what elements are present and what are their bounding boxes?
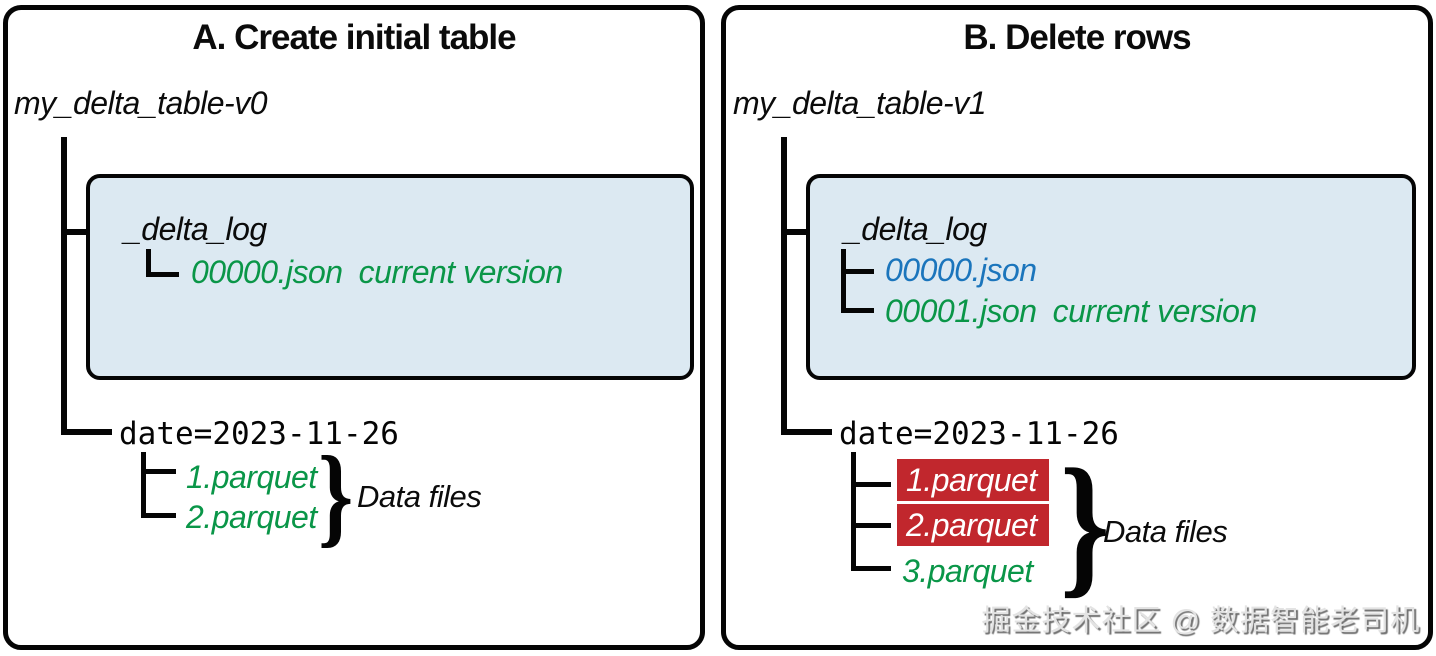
data-file-entry: 3.parquet (902, 553, 1033, 589)
tree-line (146, 249, 151, 277)
log-file-note: current version (358, 254, 564, 290)
log-file-entry: 00000.json current version (191, 254, 563, 290)
tree-line (141, 513, 176, 518)
tree-line (781, 429, 832, 435)
tree-line (61, 137, 67, 435)
data-file-removed-entry: 1.parquet (897, 459, 1049, 501)
partition-folder-label: date=2023-11-26 (839, 416, 1119, 452)
brace: } (1060, 437, 1110, 612)
log-file-name: 00001.json (885, 293, 1037, 329)
delta-log-box (806, 174, 1416, 380)
data-file-name: 2.parquet (906, 507, 1037, 543)
tree-line (851, 566, 891, 571)
tree-line (841, 308, 874, 313)
brace-label: Data files (357, 479, 482, 514)
tree-line (851, 452, 856, 571)
panel-a-root-folder-label: my_delta_table-v0 (14, 85, 267, 121)
data-file-entry: 1.parquet (186, 459, 317, 495)
tree-line (61, 429, 112, 435)
brace-label: Data files (1103, 514, 1228, 549)
brace: } (318, 434, 354, 558)
tree-line (141, 469, 176, 474)
watermark: 掘金技术社区 @ 数据智能老司机 (981, 605, 1420, 637)
tree-line (781, 137, 787, 435)
delta-log-label: _delta_log (844, 211, 987, 247)
tree-line (841, 249, 846, 313)
log-file-entry: 00000.json (885, 252, 1037, 288)
data-file-removed-entry: 2.parquet (897, 504, 1049, 546)
log-file-entry: 00001.json current version (885, 293, 1257, 329)
tree-line (146, 272, 179, 277)
partition-folder-label: date=2023-11-26 (119, 416, 399, 452)
data-file-entry: 2.parquet (186, 499, 317, 535)
tree-line (851, 523, 891, 528)
delta-log-box (86, 174, 694, 380)
data-file-name: 1.parquet (906, 462, 1037, 498)
panel-b-root-folder-label: my_delta_table-v1 (733, 85, 986, 121)
tree-line (841, 269, 874, 274)
panel-a-title: A. Create initial table (192, 18, 516, 57)
panel-b-title: B. Delete rows (963, 18, 1191, 57)
tree-line (141, 452, 146, 518)
delta-log-label: _delta_log (124, 211, 267, 247)
tree-line (851, 482, 891, 487)
log-file-name: 00000.json (191, 254, 343, 290)
log-file-note: current version (1052, 293, 1258, 329)
